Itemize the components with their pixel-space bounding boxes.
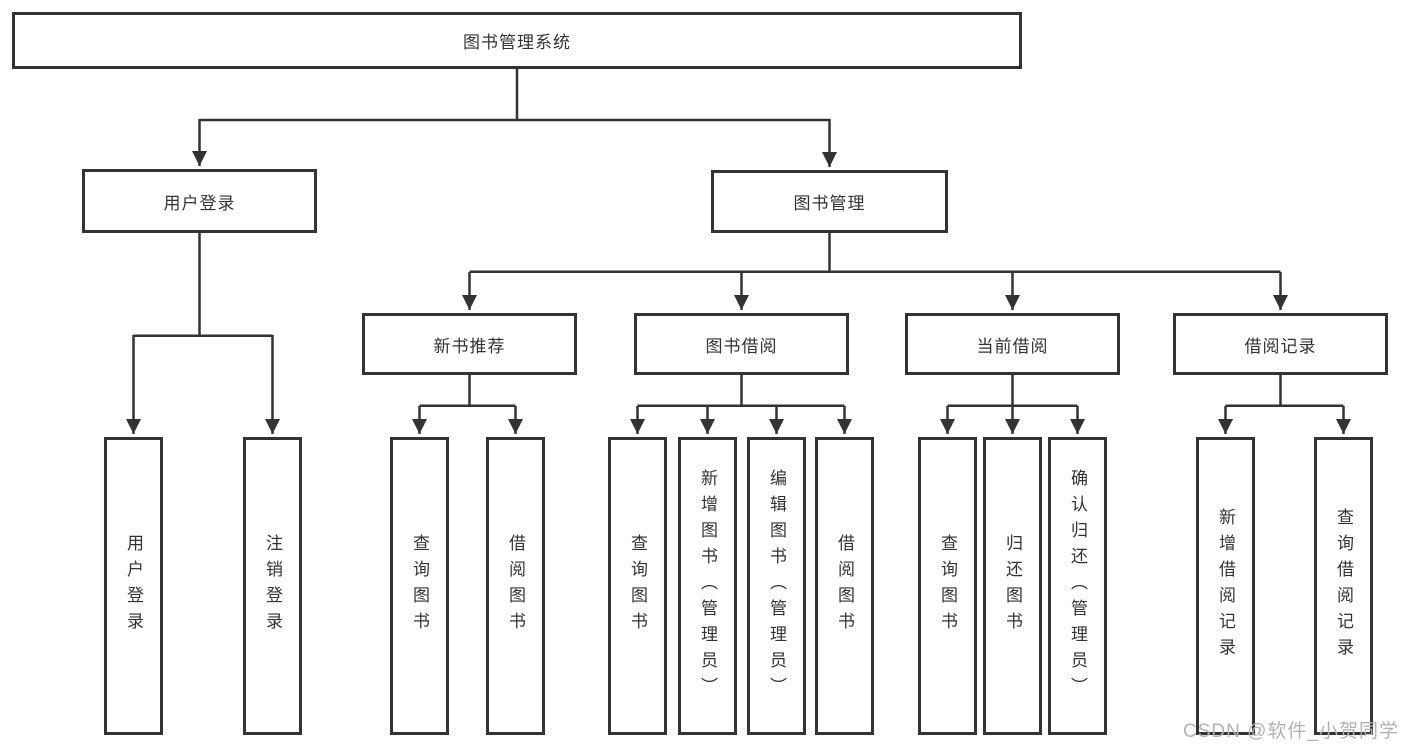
leaf-label: 查询图书: [938, 534, 957, 638]
leaf-logout: 注销登录: [243, 437, 302, 735]
leaf-add-borrow-record: 新增借阅记录: [1196, 437, 1255, 735]
leaf-query-books: 查询图书: [608, 437, 667, 735]
node-label: 图书管理: [793, 194, 866, 213]
leaf-query-borrow-record: 查询借阅记录: [1314, 437, 1373, 735]
csdn-watermark: CSDN @软件_小贺同学: [1183, 721, 1399, 742]
leaf-edit-books-admin: 编辑图书（管理员）: [747, 437, 806, 735]
leaf-label: 编辑图书（管理员）: [767, 469, 786, 703]
node-label: 当前借阅: [976, 336, 1049, 356]
leaf-label: 注销登录: [263, 534, 282, 638]
node-book-management: 图书管理: [711, 170, 948, 233]
leaf-label: 查询图书: [628, 534, 647, 638]
node-label: 新书推荐: [433, 336, 506, 356]
leaf-borrow-books: 借阅图书: [486, 437, 545, 735]
leaf-label: 借阅图书: [835, 534, 854, 638]
leaf-add-books-admin: 新增图书（管理员）: [678, 437, 737, 735]
node-label: 借阅记录: [1244, 336, 1317, 356]
leaf-label: 确认归还（管理员）: [1068, 469, 1087, 703]
node-user-login: 用户登录: [82, 169, 317, 233]
leaf-label: 新增借阅记录: [1216, 508, 1235, 664]
node-current-borrow: 当前借阅: [905, 313, 1120, 375]
node-library-management-system: 图书管理系统: [12, 12, 1022, 69]
node-label: 图书管理系统: [463, 33, 571, 52]
leaf-label: 借阅图书: [506, 534, 525, 638]
leaf-label: 归还图书: [1003, 534, 1022, 638]
leaf-label: 查询借阅记录: [1334, 508, 1353, 664]
leaf-query-books: 查询图书: [918, 437, 977, 735]
leaf-confirm-return-admin: 确认归还（管理员）: [1048, 437, 1107, 735]
node-borrow-records: 借阅记录: [1173, 313, 1388, 375]
leaf-query-books: 查询图书: [390, 437, 449, 735]
leaf-borrow-books: 借阅图书: [815, 437, 874, 735]
leaf-label: 新增图书（管理员）: [698, 469, 717, 703]
node-label: 用户登录: [163, 193, 236, 213]
leaf-return-books: 归还图书: [983, 437, 1042, 735]
leaf-user-login: 用户登录: [104, 437, 163, 735]
node-book-borrow: 图书借阅: [634, 313, 849, 375]
node-label: 图书借阅: [705, 336, 778, 356]
leaf-label: 用户登录: [124, 534, 143, 638]
node-new-book-recommend: 新书推荐: [362, 313, 577, 375]
leaf-label: 查询图书: [410, 534, 429, 638]
